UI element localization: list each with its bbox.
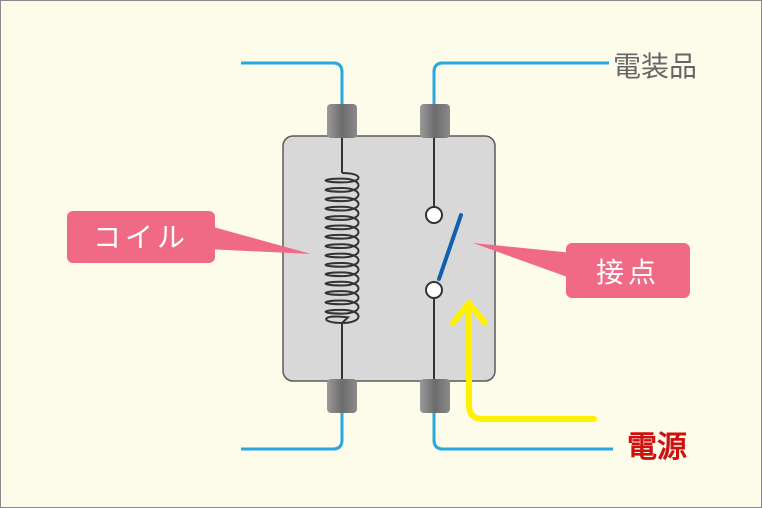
contact-point-upper [425, 206, 443, 224]
load-label: 電装品 [613, 50, 697, 83]
coil-wiring [324, 138, 360, 379]
terminals [327, 104, 450, 413]
coil-spring [324, 172, 360, 325]
power-flow-arrow [450, 300, 597, 422]
contact-bottom-wire [432, 411, 613, 451]
contact-callout-box [566, 243, 690, 298]
coil-callout: コイル [67, 211, 311, 263]
coil-bottom-wire [241, 411, 344, 451]
relay-body [282, 135, 496, 382]
contact-callout: 接点 [473, 243, 690, 298]
switch-blade [437, 213, 463, 281]
terminal-contact-bottom [420, 379, 450, 413]
coil-callout-box [67, 211, 215, 263]
coil-callout-pointer [206, 225, 311, 254]
terminal-coil-bottom [327, 379, 357, 413]
terminal-coil-top [327, 104, 357, 138]
contact-wiring [425, 138, 463, 379]
contact-point-lower [425, 281, 443, 299]
contact-top-wire [432, 61, 609, 106]
coil-top-wire [241, 61, 344, 106]
terminal-contact-top [420, 104, 450, 138]
power-label: 電源 [627, 430, 687, 465]
coil-label: コイル [93, 221, 189, 254]
contact-label: 接点 [596, 256, 660, 289]
external-wires [241, 61, 613, 451]
contact-callout-pointer [473, 243, 573, 279]
